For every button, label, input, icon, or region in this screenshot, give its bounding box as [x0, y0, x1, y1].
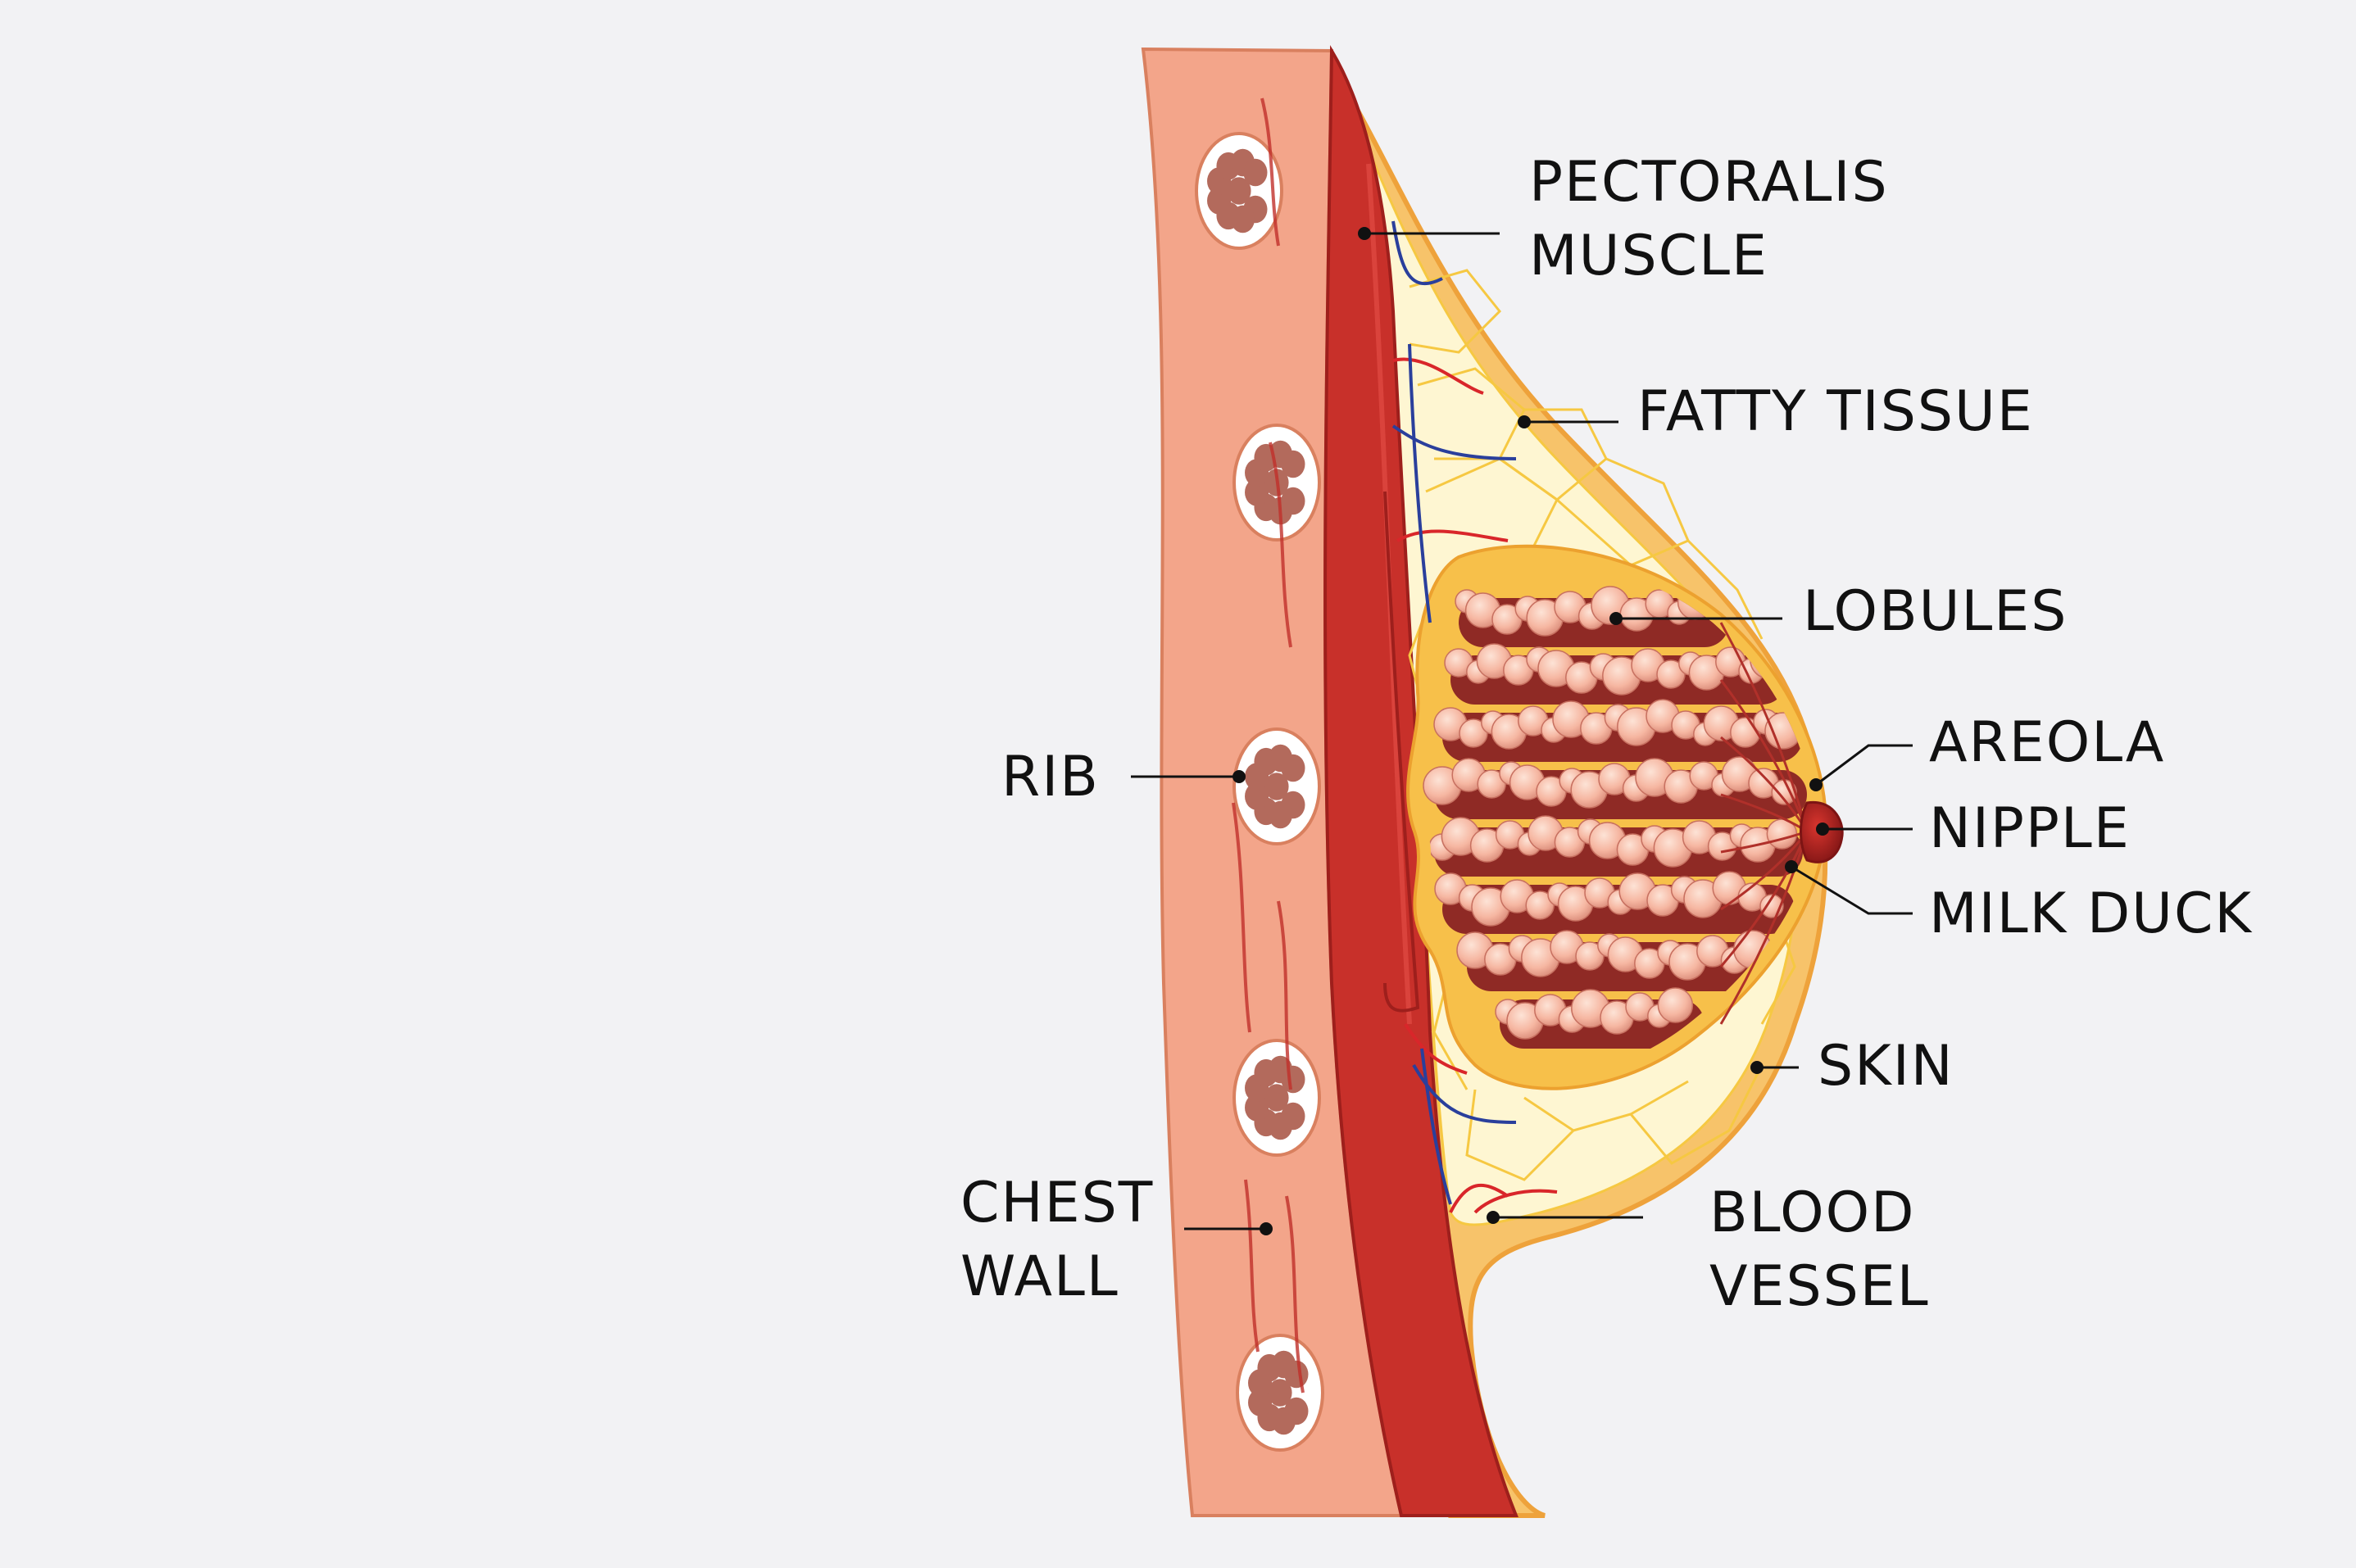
label-line: NIPPLE — [1929, 796, 2131, 861]
leader-dot-milk-duck — [1785, 860, 1798, 873]
milk-duct — [1720, 736, 1809, 832]
leader-dot-areola — [1809, 778, 1823, 791]
blood-vessel — [1473, 1189, 1558, 1214]
blood-vessel — [1412, 1063, 1517, 1124]
rib-marrow — [1268, 1379, 1292, 1407]
leader-dot-lobules — [1609, 612, 1623, 625]
rib-marrow — [1281, 450, 1305, 478]
blood-vessel — [1408, 343, 1432, 623]
label-line: RIB — [1001, 745, 1100, 809]
label-line: PECTORALIS — [1529, 150, 1889, 215]
label-line: BLOOD — [1709, 1181, 1916, 1245]
label-areola: AREOLA — [1929, 706, 2165, 780]
blood-vessel — [1404, 1022, 1468, 1075]
rib-marrow — [1264, 773, 1289, 800]
blood-vessel — [1449, 1184, 1509, 1213]
rib-marrow — [1264, 1084, 1289, 1112]
leader-dot-skin — [1750, 1061, 1764, 1074]
label-milk-duck: MILK DUCK — [1929, 877, 2253, 951]
label-line: CHEST — [960, 1171, 1155, 1235]
leader-dot-chest-wall — [1260, 1222, 1273, 1235]
milk-duct — [1719, 831, 1809, 1025]
label-line: MILK DUCK — [1929, 881, 2254, 946]
leader-line-milk-duck — [1791, 865, 1913, 915]
fat-cell-outline — [1409, 269, 1502, 354]
label-line: LOBULES — [1803, 579, 2068, 644]
leader-dot-rib — [1232, 770, 1246, 783]
label-lobules: LOBULES — [1803, 575, 2068, 649]
milk-duct — [1719, 622, 1809, 832]
label-fatty-tissue: FATTY TISSUE — [1637, 375, 2034, 449]
rib-marrow — [1281, 1065, 1305, 1094]
fat-cell-outline — [1629, 1064, 1764, 1165]
label-line: AREOLA — [1929, 710, 2166, 775]
rib-marrow — [1281, 754, 1305, 782]
pectoralis-muscle — [1323, 44, 1518, 1517]
lobule-bud — [1657, 987, 1694, 1023]
rib-marrow — [1245, 1094, 1269, 1122]
leader-dot-blood-vessel — [1487, 1211, 1500, 1224]
leader-line-areola — [1815, 744, 1913, 786]
blood-vessel — [1396, 529, 1509, 542]
fat-cell-outline — [1523, 1080, 1689, 1132]
leader-dot-fatty — [1518, 415, 1531, 428]
blood-vessel — [1392, 357, 1484, 395]
rib-marrow — [1248, 1389, 1273, 1416]
label-rib: RIB — [1001, 741, 1100, 814]
leader-dot-pectoralis — [1358, 227, 1371, 240]
label-nipple: NIPPLE — [1929, 792, 2131, 866]
blood-vessel — [1391, 424, 1517, 460]
fat-cell-outline — [1465, 1089, 1575, 1181]
label-chest-wall: CHEST WALL — [960, 1167, 1154, 1314]
rib-marrow — [1227, 177, 1251, 205]
rib-marrow — [1284, 1360, 1309, 1389]
rib-marrow — [1207, 187, 1232, 215]
label-skin: SKIN — [1818, 1030, 1954, 1103]
label-line: VESSEL — [1709, 1254, 1930, 1319]
label-blood-vessel: BLOOD VESSEL — [1709, 1176, 1930, 1324]
fat-cell-outline — [1686, 539, 1764, 640]
leader-dot-nipple — [1816, 823, 1829, 836]
blood-vessel — [1391, 220, 1443, 285]
label-line: FATTY TISSUE — [1637, 379, 2034, 444]
milk-duct — [1719, 831, 1809, 968]
rib-marrow — [1243, 158, 1268, 187]
milk-duct — [1719, 679, 1809, 832]
label-line: WALL — [960, 1244, 1119, 1309]
label-pectoralis-muscle: PECTORALIS MUSCLE — [1529, 146, 1889, 293]
label-line: MUSCLE — [1529, 224, 1768, 288]
rib-marrow — [1245, 782, 1269, 810]
label-line: SKIN — [1818, 1034, 1954, 1099]
rib-marrow — [1245, 478, 1269, 506]
blood-vessel — [1420, 1048, 1452, 1205]
